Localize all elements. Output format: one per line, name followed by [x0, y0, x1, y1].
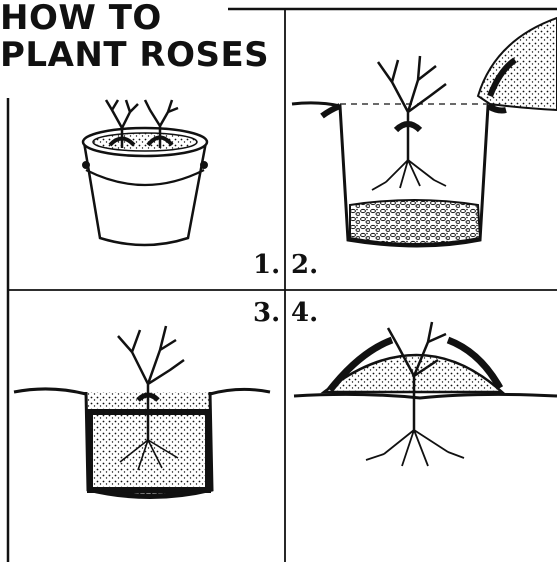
rose-mounded-with-soil-icon: [294, 322, 557, 466]
step-3-number: 3.: [253, 300, 280, 326]
rose-in-prepared-hole-icon: [292, 18, 557, 246]
rose-in-bucket-icon: [83, 100, 208, 245]
step-2-number: 2.: [291, 252, 318, 278]
step-4-number: 4.: [291, 300, 318, 326]
step-1-number: 1.: [253, 252, 280, 278]
rose-planted-in-soil-icon: [14, 326, 270, 498]
